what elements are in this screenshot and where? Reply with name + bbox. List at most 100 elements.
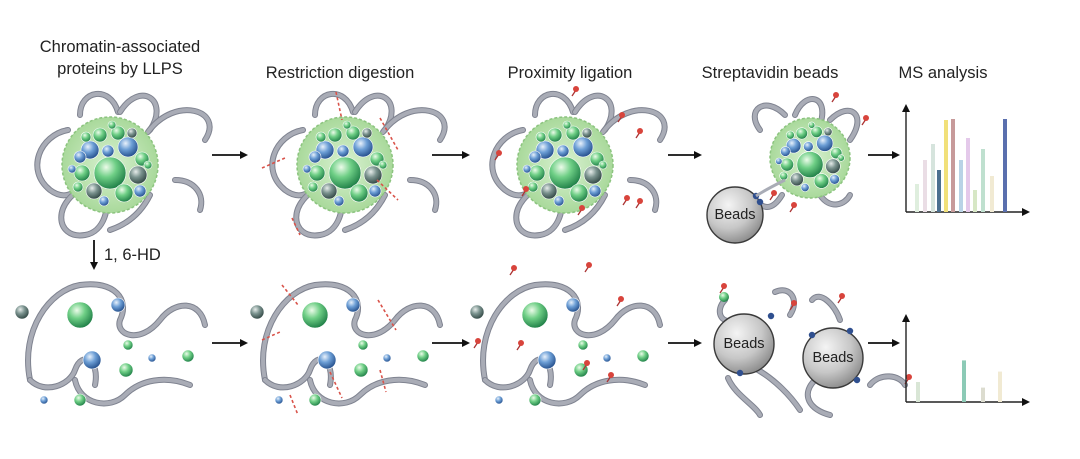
biotin-tag [839, 293, 845, 299]
protein-sphere-blue [572, 136, 594, 158]
step2-label: Restriction digestion [265, 64, 415, 82]
protein-sphere-slate [126, 127, 138, 139]
protein-sphere-green [547, 127, 563, 143]
protein-sphere-blue [602, 353, 612, 363]
protein-sphere-green [122, 339, 134, 351]
chromatin-fiber [793, 97, 825, 127]
biotin-tag [619, 112, 625, 118]
protein-sphere-blue [816, 134, 834, 152]
fiber-loop-group [145, 107, 213, 143]
chromatin-fiber [563, 193, 607, 232]
chromatin-fiber [810, 294, 842, 322]
fiber-loop-group [627, 177, 660, 213]
protein-sphere-green [181, 349, 195, 363]
restriction-cut-line [379, 117, 399, 151]
fiber-loop-group [407, 177, 440, 213]
chromatin-fiber [628, 178, 659, 212]
protein-sphere-blue [352, 136, 374, 158]
streptavidin-binding-site [736, 369, 744, 377]
protein-sphere-blue [82, 350, 102, 370]
chromatin-fiber [828, 108, 860, 142]
protein-sphere-slate [469, 304, 485, 320]
streptavidin-binding-site [846, 327, 854, 335]
protein-sphere-green [569, 183, 589, 203]
protein-sphere-blue [274, 395, 284, 405]
loose-fiber-group [527, 376, 648, 407]
streptavidin-beads [706, 178, 864, 389]
protein-sphere-green [573, 362, 589, 378]
chromatin-fiber [146, 108, 212, 142]
bead-label-bottom-right: Beads [812, 350, 853, 366]
protein-spheres [14, 120, 845, 407]
biotin-tag [608, 372, 614, 378]
protein-sphere-blue [98, 195, 110, 207]
protein-sphere-blue [302, 164, 312, 174]
chromatin-fiber [313, 92, 355, 117]
biotin-tag [523, 186, 529, 192]
process-arrows [90, 151, 900, 347]
chromatin-fiber [26, 282, 207, 382]
ms-chart-condensate-bar [937, 170, 941, 212]
protein-sphere-green [353, 362, 369, 378]
chromatin-fiber [756, 368, 802, 412]
step1-label-line1: Chromatin-associated [39, 38, 201, 56]
protein-sphere-blue [133, 184, 147, 198]
ms-chart-bars [915, 119, 1007, 402]
chromatin-fiber [773, 288, 796, 317]
ms-chart-condensate-bar [915, 184, 919, 212]
chromatin-fiber [381, 108, 447, 142]
biotin-tag [791, 300, 797, 306]
protein-sphere-blue [775, 157, 783, 165]
biotin-tag [863, 115, 869, 121]
protein-sphere-green [342, 120, 352, 130]
bead-tether [755, 178, 786, 198]
protein-sphere-blue [553, 195, 565, 207]
protein-sphere-blue [101, 144, 115, 158]
protein-sphere-blue [308, 150, 322, 164]
protein-sphere-green [72, 181, 84, 193]
bead-label-bottom-left: Beads [723, 336, 764, 352]
chromatin-fiber [868, 374, 907, 387]
biotin-tag [573, 86, 579, 92]
protein-sphere-blue [829, 174, 840, 185]
chromatin-fiber [818, 193, 852, 207]
protein-sphere-green [548, 156, 582, 190]
protein-sphere-green [535, 131, 547, 143]
chromatin-fiber [78, 92, 120, 117]
step3-label: Proximity ligation [507, 64, 633, 82]
protein-sphere-green [315, 131, 327, 143]
fiber-loop-group [172, 177, 205, 213]
biotin-tag [791, 202, 797, 208]
protein-sphere-green [565, 125, 581, 141]
protein-sphere-slate [249, 304, 265, 320]
protein-sphere-blue [522, 164, 532, 174]
protein-sphere-green [562, 120, 572, 130]
fiber-loop-group [342, 192, 388, 233]
chromatin-fiber [752, 103, 787, 132]
streptavidin-bead [713, 313, 775, 375]
ms-chart-disrupted-bar [981, 387, 985, 402]
protein-sphere-green [795, 127, 808, 140]
protein-sphere-blue [117, 136, 139, 158]
bead-label-top: Beads [714, 207, 755, 223]
ms-chart-condensate-bar [981, 149, 985, 212]
fiber-loop-group [312, 91, 356, 118]
protein-sphere-blue [382, 353, 392, 363]
protein-sphere-green [66, 301, 94, 329]
protein-sphere-blue [317, 350, 337, 370]
protein-sphere-green [528, 393, 542, 407]
protein-sphere-green [107, 120, 117, 130]
biotin-tag [584, 360, 590, 366]
protein-sphere-green [521, 301, 549, 329]
protein-sphere-slate [85, 182, 103, 200]
fiber-loop-group [380, 107, 448, 143]
restriction-cut-line [377, 299, 397, 331]
protein-sphere-green [118, 362, 134, 378]
protein-sphere-slate [128, 165, 148, 185]
fiber-loop-group [107, 192, 153, 233]
protein-sphere-blue [368, 184, 382, 198]
protein-sphere-slate [790, 172, 804, 187]
chromatin-fiber [726, 376, 762, 417]
restriction-cut-line [379, 369, 387, 393]
